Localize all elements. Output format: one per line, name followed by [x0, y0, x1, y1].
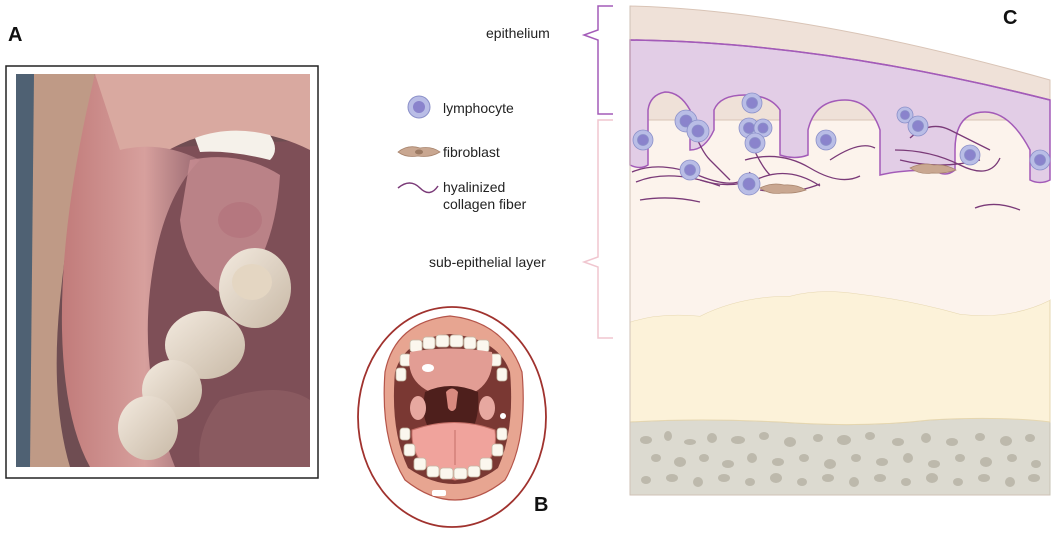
clinical-photo — [5, 65, 319, 479]
epithelium-bracket — [581, 5, 613, 115]
sub-epithelial-bracket — [581, 119, 613, 339]
panel-letter-b: B — [534, 494, 549, 516]
legend-collagen-label-line1: hyalinized — [443, 179, 506, 195]
panel-letter-c: C — [1003, 7, 1018, 29]
panel-letter-a: A — [8, 24, 23, 46]
fibroblasts — [759, 163, 957, 194]
legend-collagen-label-line2: collagen fiber — [443, 196, 527, 212]
epithelium-label: epithelium — [486, 25, 550, 41]
tissue-diagram — [629, 5, 1051, 496]
legend-collagen-icon — [397, 182, 439, 194]
legend-lymphocyte-icon — [407, 95, 431, 119]
lymphocytes — [632, 92, 1051, 196]
mouth-illustration — [357, 306, 547, 528]
legend-fibroblast-label: fibroblast — [443, 144, 500, 160]
legend-fibroblast-icon — [397, 146, 441, 157]
legend-lymphocyte-label: lymphocyte — [443, 100, 514, 116]
bone-trabeculae — [640, 431, 1041, 487]
sub-epithelial-label: sub-epithelial layer — [429, 254, 546, 270]
